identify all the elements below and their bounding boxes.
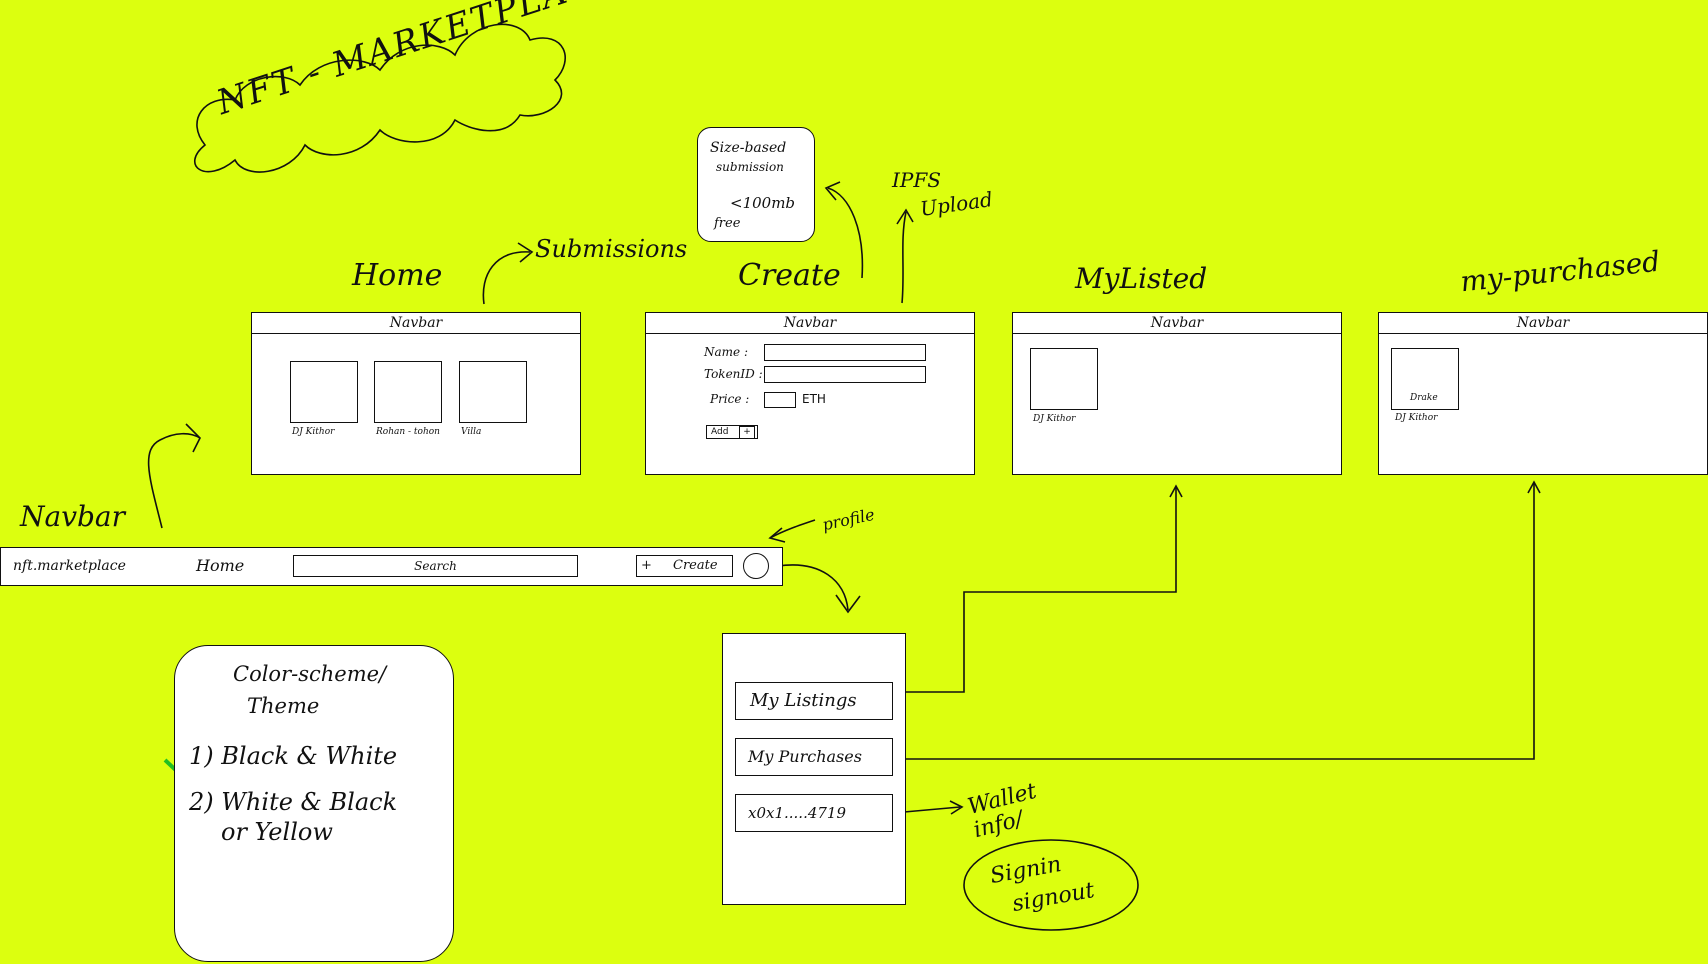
label-navbar: Navbar <box>20 500 126 533</box>
profile-avatar-icon[interactable] <box>743 553 769 579</box>
nft-caption: DJ Kithor <box>1395 413 1438 423</box>
navbar-wireframe: nft.marketplace Home Search + Create <box>0 547 783 586</box>
nft-caption: Villa <box>461 427 482 437</box>
label-ipfs: IPFS <box>892 168 941 192</box>
theme-option-1: 1) Black & White <box>189 742 398 770</box>
create-frame-navbar: Navbar <box>646 313 974 334</box>
theme-heading-line1: Color-scheme/ <box>233 662 387 686</box>
add-button-label: Add <box>711 427 729 437</box>
theme-option-2b: or Yellow <box>221 818 333 846</box>
create-button[interactable]: + Create <box>636 555 733 577</box>
profile-dropdown: My Listings My Purchases x0x1.....4719 <box>722 633 906 905</box>
purchases-connector <box>893 483 1535 760</box>
theme-heading-line2: Theme <box>247 694 320 718</box>
name-input[interactable] <box>764 344 926 361</box>
create-frame: Navbar Name : TokenID : Price : ETH Add … <box>645 312 975 475</box>
label-home: Home <box>352 258 443 293</box>
plus-icon: + <box>641 558 652 573</box>
purchased-frame: Navbar Drake DJ Kithor <box>1378 312 1708 475</box>
theme-option-2: 2) White & Black <box>189 788 398 816</box>
nft-caption: DJ Kithor <box>292 427 335 437</box>
nft-thumbnail[interactable] <box>459 361 527 423</box>
size-note-line4: free <box>714 216 741 231</box>
home-frame-navbar: Navbar <box>252 313 580 334</box>
price-input[interactable] <box>764 392 796 408</box>
nft-thumbnail[interactable] <box>1030 348 1098 410</box>
home-frame: Navbar DJ Kithor Rohan - tohon Villa <box>251 312 581 475</box>
mylisted-frame: Navbar DJ Kithor <box>1012 312 1342 475</box>
nft-thumbnail[interactable] <box>374 361 442 423</box>
ipfs-arrow <box>901 211 907 304</box>
nft-caption: Rohan - tohon <box>376 427 440 437</box>
nft-tag: Drake <box>1410 393 1438 403</box>
price-label: Price : <box>710 392 750 406</box>
nft-thumbnail[interactable] <box>290 361 358 423</box>
label-create: Create <box>738 258 841 293</box>
nft-thumbnail[interactable]: Drake <box>1391 348 1459 410</box>
label-mylisted: MyListed <box>1075 262 1208 295</box>
purchased-frame-navbar: Navbar <box>1379 313 1707 334</box>
my-purchases-item[interactable]: My Purchases <box>735 738 893 776</box>
profile-arrow <box>769 519 816 539</box>
nft-caption: DJ Kithor <box>1033 414 1076 424</box>
create-button-label: Create <box>673 558 718 573</box>
wallet-address-item[interactable]: x0x1.....4719 <box>735 794 893 832</box>
size-note-line2: submission <box>716 160 784 174</box>
size-note-line1: Size-based <box>710 140 787 156</box>
nav-home-link[interactable]: Home <box>196 556 245 575</box>
search-input[interactable]: Search <box>293 555 578 577</box>
brand-logo[interactable]: nft.marketplace <box>13 558 126 574</box>
navbar-label-arrow <box>147 432 201 529</box>
tokenid-input[interactable] <box>764 366 926 383</box>
size-note-card: Size-based submission <100mb free <box>697 127 815 242</box>
dropdown-arrow <box>777 564 849 611</box>
currency-label: ETH <box>802 392 826 406</box>
add-button[interactable]: Add + <box>706 425 758 439</box>
mylisted-frame-navbar: Navbar <box>1013 313 1341 334</box>
signin-ellipse <box>963 839 1139 931</box>
size-note-arrow <box>827 187 864 279</box>
listings-connector <box>893 487 1177 693</box>
plus-icon: + <box>739 426 755 439</box>
my-listings-item[interactable]: My Listings <box>735 682 893 720</box>
theme-note-card: Color-scheme/ Theme 1) Black & White 2) … <box>174 645 454 962</box>
label-submissions: Submissions <box>535 235 688 263</box>
size-note-line3: <100mb <box>730 194 796 212</box>
name-label: Name : <box>704 345 748 359</box>
title-cloud <box>193 23 566 173</box>
submissions-arrow <box>482 251 531 305</box>
tokenid-label: TokenID : <box>704 367 763 381</box>
